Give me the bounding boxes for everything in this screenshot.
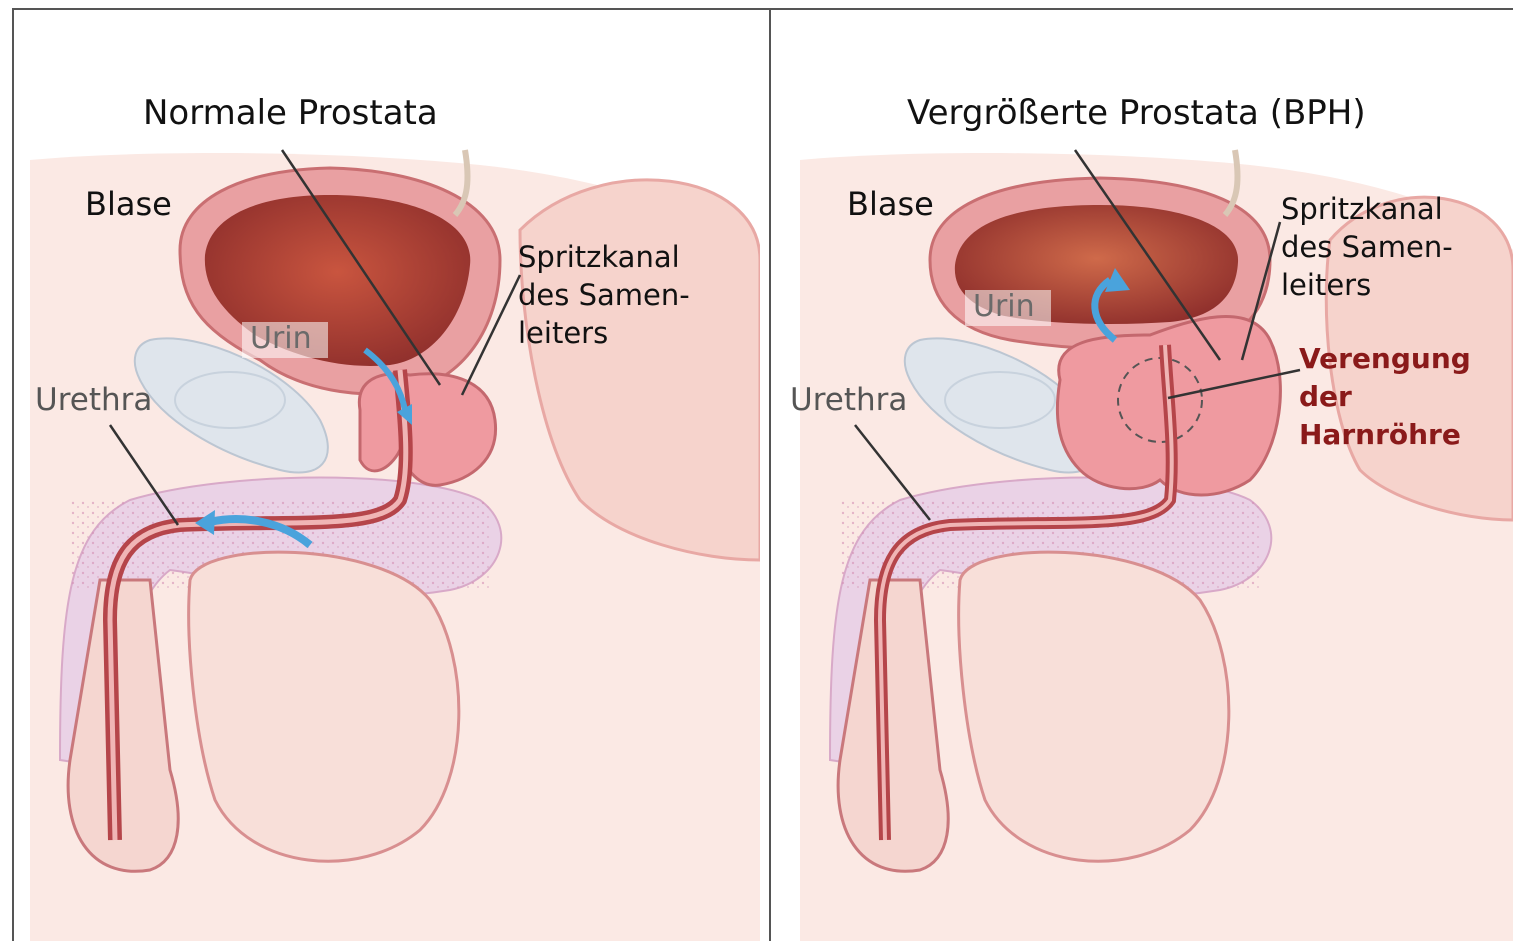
label-spritzkanal: Spritzkanal des Samen- leiters [518, 238, 690, 352]
label-blase: Blase [847, 188, 934, 220]
label-urethra: Urethra [790, 385, 907, 416]
label-spritzkanal: Spritzkanal des Samen- leiters [1281, 190, 1453, 304]
title-vergroesserte-prostata: Vergrößerte Prostata (BPH) [907, 96, 1366, 130]
label-blase: Blase [85, 188, 172, 220]
enlarged-prostate-illustration [770, 0, 1513, 941]
label-urethra: Urethra [35, 385, 152, 416]
normal-prostate-illustration [0, 0, 760, 941]
title-normal-prostata: Normale Prostata [143, 96, 438, 130]
scrotum-shape [959, 552, 1229, 861]
label-urin: Urin [242, 322, 328, 358]
scrotum-shape [189, 552, 459, 861]
label-verengung-der-harnroehre: Verengung der Harnröhre [1299, 340, 1471, 454]
label-urin: Urin [965, 290, 1051, 326]
prostate-gland [359, 374, 495, 486]
